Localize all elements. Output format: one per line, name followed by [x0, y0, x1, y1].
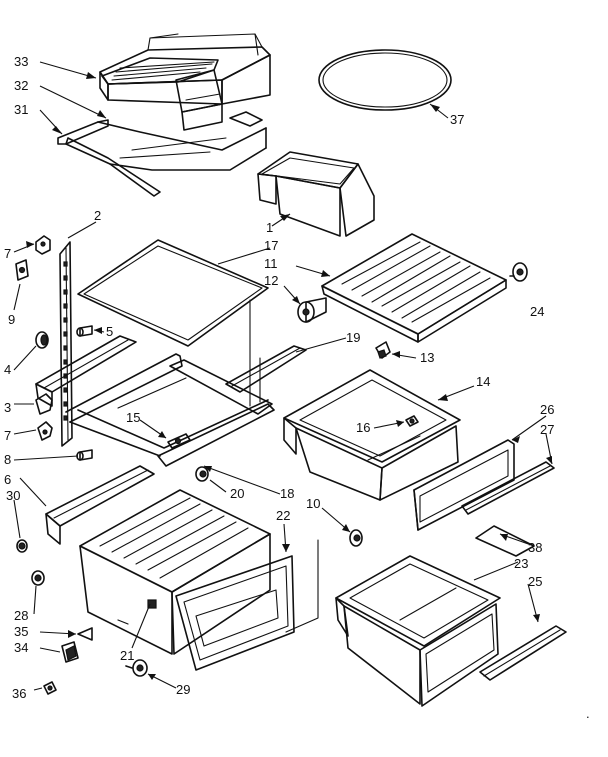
callout-20: 20 — [230, 486, 244, 501]
part-28-knob — [31, 570, 45, 586]
part-7-clip-lower — [37, 421, 53, 441]
part-23-crisper-drawer — [335, 555, 501, 707]
callout-19: 19 — [346, 330, 360, 345]
callout-16: 16 — [356, 420, 370, 435]
part-17-glass-shelf — [77, 239, 269, 347]
callout-25: 25 — [528, 574, 542, 589]
part-2-ladder-rail — [59, 241, 73, 447]
callout-31: 31 — [14, 102, 28, 117]
part-20-knob — [195, 466, 209, 482]
callout-17: 17 — [264, 238, 278, 253]
part-9-bracket — [15, 259, 29, 281]
part-6-upper-shelf-rail — [35, 335, 137, 407]
part-38-bottom-trim — [475, 525, 535, 557]
part-31-drawer-frame — [57, 111, 267, 197]
part-36-screw — [43, 681, 57, 695]
part-7-clip-upper — [35, 235, 51, 255]
part-25-trim — [479, 625, 567, 681]
callout-7-lower: 7 — [4, 428, 11, 443]
part-15-shelf-bracket — [167, 433, 191, 449]
callout-28: 28 — [14, 608, 28, 623]
callout-38: 38 — [528, 540, 542, 555]
callout-21: 21 — [120, 648, 134, 663]
callout-4: 4 — [4, 362, 11, 377]
part-32-drawer-cover — [101, 57, 223, 131]
callout-34: 34 — [14, 640, 28, 655]
callout-27: 27 — [540, 422, 554, 437]
part-11-wire-shelf — [321, 233, 507, 343]
part-37-gasket-ring — [318, 49, 452, 111]
callout-30: 30 — [6, 488, 20, 503]
part-4-knob — [35, 331, 49, 349]
part-16-stop — [405, 415, 419, 427]
part-26-drawer-front — [413, 439, 515, 531]
part-18-shelf-frame — [65, 299, 275, 467]
callout-9: 9 — [8, 312, 15, 327]
assembly-guide-line — [285, 539, 319, 633]
part-27-front-trim — [461, 461, 555, 515]
callout-6: 6 — [4, 472, 11, 487]
callout-33: 33 — [14, 54, 28, 69]
callout-37: 37 — [450, 112, 464, 127]
callout-24: 24 — [530, 304, 544, 319]
callout-18: 18 — [280, 486, 294, 501]
callout-12: 12 — [264, 273, 278, 288]
part-22-lower-pan-drawer — [79, 489, 295, 671]
part-5-pin — [76, 325, 93, 337]
part-19-front-trim — [225, 345, 307, 393]
callout-1: 1 — [266, 220, 273, 235]
callout-26: 26 — [540, 402, 554, 417]
callout-36: 36 — [12, 686, 26, 701]
callout-5: 5 — [106, 324, 113, 339]
part-13-bracket — [375, 341, 391, 359]
part-24-end-cap — [509, 262, 528, 282]
part-30-knob — [16, 539, 28, 553]
arrowheads — [26, 72, 552, 680]
part-10-knob — [349, 529, 363, 547]
part-33-deli-drawer-tray — [99, 33, 271, 105]
part-14-crisper-drawer — [283, 369, 461, 501]
callout-32: 32 — [14, 78, 28, 93]
callout-14: 14 — [476, 374, 490, 389]
callout-7-upper: 7 — [4, 246, 11, 261]
page-mark: . — [586, 706, 590, 721]
part-29-knob — [125, 659, 148, 677]
part-21-drawer-label — [117, 619, 129, 625]
callout-11: 11 — [264, 256, 278, 271]
part-35-pin — [77, 627, 93, 641]
callout-13: 13 — [420, 350, 434, 365]
callout-22: 22 — [276, 508, 290, 523]
part-34-bracket — [61, 641, 79, 663]
part-12-shelf-bracket — [297, 297, 327, 323]
callout-labels: 33 32 31 37 1 2 7 17 11 12 24 9 5 19 4 1… — [4, 54, 590, 721]
callout-3: 3 — [4, 400, 11, 415]
part-6-lower-shelf-rail — [45, 465, 155, 545]
callout-35: 35 — [14, 624, 28, 639]
callout-2: 2 — [94, 208, 101, 223]
callout-8: 8 — [4, 452, 11, 467]
part-1-small-bin — [257, 151, 375, 237]
callout-23: 23 — [514, 556, 528, 571]
callout-10: 10 — [306, 496, 320, 511]
part-8-pin — [76, 449, 93, 461]
callout-15: 15 — [126, 410, 140, 425]
callout-29: 29 — [176, 682, 190, 697]
